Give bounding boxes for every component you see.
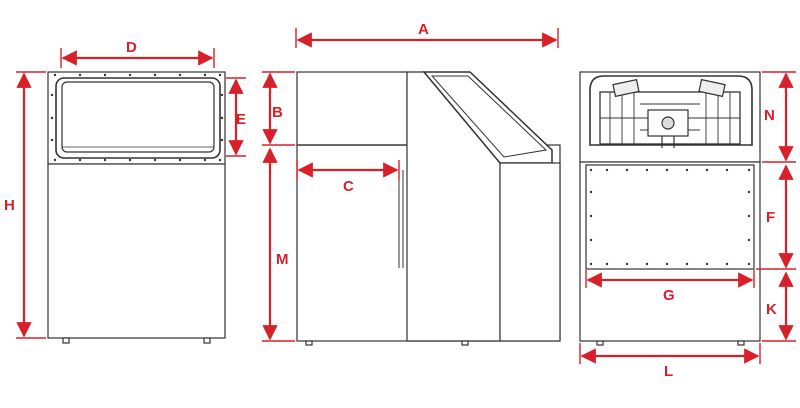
rear-fan-blades: [600, 92, 740, 144]
dim-label-g: G: [663, 287, 675, 304]
dim-label-d: D: [126, 39, 137, 56]
front-window-inner: [61, 81, 215, 153]
side-duct: [296, 71, 408, 146]
front-frame-bolts: [50, 73, 224, 162]
side-foot-right: [461, 340, 469, 346]
front-dimensions: [16, 48, 246, 339]
dim-label-f: F: [766, 209, 775, 226]
dim-label-k: K: [766, 301, 777, 318]
dim-label-m: M: [276, 251, 289, 268]
side-rear-face: [499, 162, 561, 342]
dim-label-n: N: [764, 107, 775, 124]
dim-label-h: H: [4, 197, 15, 214]
rear-view: [579, 71, 761, 346]
dim-label-c: C: [343, 178, 354, 195]
front-foot-left: [62, 337, 70, 344]
side-foot-left: [305, 340, 313, 346]
front-view: [47, 71, 226, 344]
front-body: [47, 163, 226, 339]
dim-label-l: L: [664, 363, 673, 380]
dim-label-b: B: [272, 104, 283, 121]
dim-label-a: A: [418, 21, 429, 38]
side-slanted-window-inner: [430, 75, 548, 158]
rear-foot-left: [596, 340, 604, 346]
side-view: [296, 71, 561, 346]
dim-label-e: E: [236, 111, 246, 128]
rear-motor-hub: [661, 116, 675, 130]
rear-foot-right: [737, 340, 745, 346]
rear-panel-bolts: [589, 168, 751, 266]
rear-dimensions: [579, 71, 796, 364]
side-dimensions: [262, 28, 559, 342]
front-foot-right: [203, 337, 211, 344]
rear-access-panel: [585, 164, 755, 270]
